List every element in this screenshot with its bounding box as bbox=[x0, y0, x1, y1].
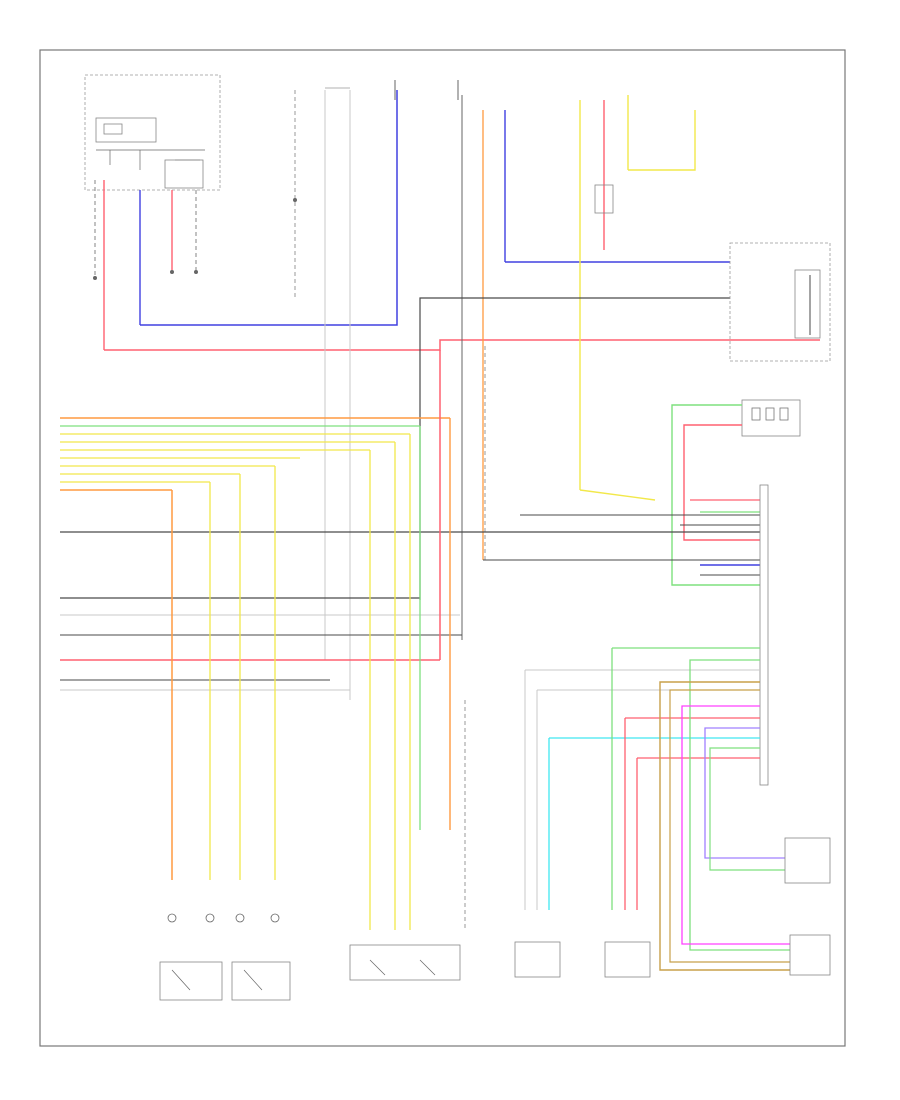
warning-switch-module bbox=[741, 399, 801, 437]
bottom-sensor-wires bbox=[514, 647, 760, 978]
front-passenger-switch bbox=[349, 700, 466, 981]
right-top-wires bbox=[504, 95, 730, 501]
top-connectors bbox=[394, 80, 484, 640]
combination-meter bbox=[84, 74, 221, 191]
passenger-seatbelt-switch bbox=[729, 242, 831, 362]
wire-red-meter bbox=[104, 339, 820, 351]
right-mid-wires bbox=[671, 404, 760, 586]
driver-seat-switches bbox=[159, 913, 291, 1001]
left-harness bbox=[60, 350, 462, 830]
occupant-ecu bbox=[759, 484, 769, 786]
meter-wires bbox=[93, 180, 198, 350]
diagram-frame bbox=[39, 49, 846, 1047]
wire-blue-meter bbox=[140, 90, 398, 326]
left-vertical-wires bbox=[171, 426, 421, 930]
right-lower-wires bbox=[659, 659, 831, 976]
junction-top-center bbox=[293, 87, 351, 700]
